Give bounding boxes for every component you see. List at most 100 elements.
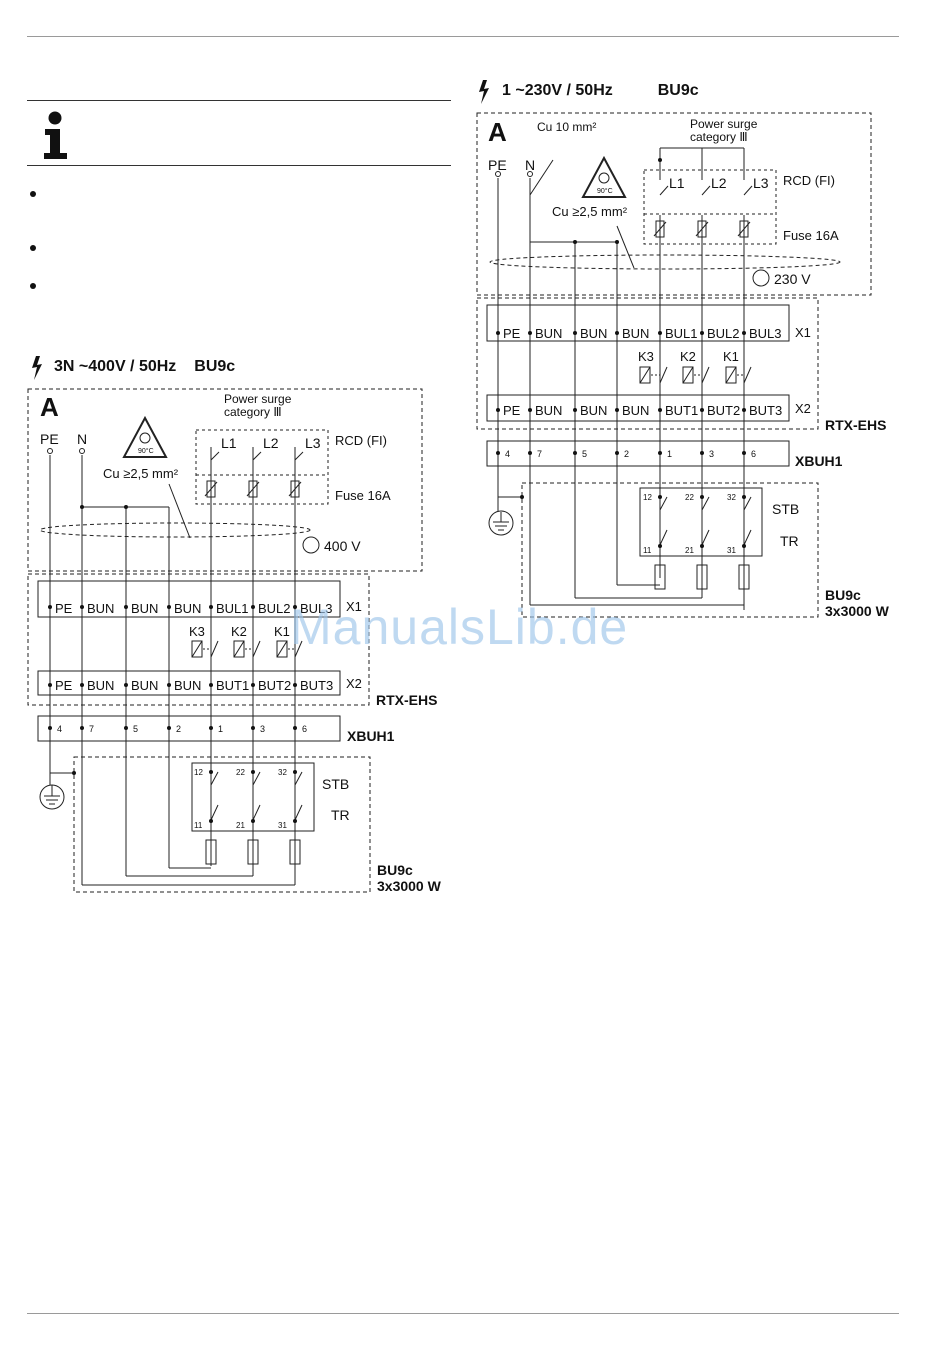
footer-power: 3x3000 W (377, 878, 442, 894)
terminal-dot (700, 451, 704, 455)
stb-pin-label: 32 (278, 768, 287, 777)
relay-label: K1 (274, 624, 290, 639)
surge-line1: Power surge (224, 392, 292, 406)
tr-pin-label: 11 (194, 821, 203, 830)
x2-strip (486, 394, 790, 422)
x1-terminal-label: BUL3 (300, 601, 333, 616)
xbuh1-pin-label: 5 (582, 449, 587, 459)
pe-label: PE (488, 157, 507, 173)
terminal-dot (209, 605, 213, 609)
terminal-dot (48, 726, 52, 730)
bullet-point (30, 283, 36, 289)
n-label: N (525, 157, 535, 173)
supply-label: 1 ~230V / 50Hz (502, 82, 613, 99)
x1-terminal-label: BUN (622, 326, 649, 341)
x1-label: X1 (346, 599, 362, 614)
voltage-label: 400 V (324, 538, 361, 554)
xbuh1-pin-label: 2 (624, 449, 629, 459)
xbuh1-label: XBUH1 (347, 728, 395, 744)
xbuh1-strip (37, 715, 341, 742)
rcd-label: RCD (FI) (783, 173, 835, 188)
n-label: N (77, 431, 87, 447)
tr-pin-label: 31 (727, 546, 736, 555)
x2-terminal-label: BUN (622, 403, 649, 418)
terminal-dot (658, 331, 662, 335)
terminal-dot (742, 451, 746, 455)
relay-label: K3 (189, 624, 205, 639)
x2-terminal-label: PE (55, 678, 73, 693)
xbuh1-pin-label: 6 (302, 724, 307, 734)
x1-terminal-label: BUN (535, 326, 562, 341)
terminal-dot (658, 495, 662, 499)
l1-label: L1 (669, 175, 685, 191)
terminal-dot (251, 683, 255, 687)
terminal-dot (615, 451, 619, 455)
l3-label: L3 (305, 435, 321, 451)
terminal-dot (658, 408, 662, 412)
terminal-dot (251, 605, 255, 609)
terminal-dot (700, 495, 704, 499)
tr-label: TR (780, 533, 799, 549)
x2-terminal-label: BUT2 (258, 678, 291, 693)
top-rule (27, 36, 899, 37)
terminal-dot (742, 331, 746, 335)
l1-label: L1 (221, 435, 237, 451)
terminal-dot (80, 726, 84, 730)
info-box-top-rule (27, 100, 451, 101)
terminal-dot (293, 683, 297, 687)
x2-strip (37, 670, 341, 696)
stb-pin-label: 12 (194, 768, 203, 777)
terminal-dot (528, 408, 532, 412)
box-label: A (488, 117, 507, 147)
l2-label: L2 (711, 175, 727, 191)
footer-unit: BU9c (825, 587, 861, 603)
x2-terminal-label: BUN (535, 403, 562, 418)
footer-unit: BU9c (377, 862, 413, 878)
supply-label: 3N ~400V / 50Hz (54, 358, 177, 375)
x2-terminal-label: BUN (131, 678, 158, 693)
terminal-dot (742, 544, 746, 548)
x2-label: X2 (795, 401, 811, 416)
x1-terminal-label: BUL1 (665, 326, 698, 341)
bullet-point (30, 245, 36, 251)
cu-25-label: Cu ≥2,5 mm² (103, 466, 179, 481)
terminal-dot (573, 451, 577, 455)
bullet-point (30, 191, 36, 197)
pe-label: PE (40, 431, 59, 447)
tr-pin-label: 11 (643, 546, 652, 555)
x1-terminal-label: BUL1 (216, 601, 249, 616)
terminal-dot (293, 770, 297, 774)
x1-terminal-label: BUL3 (749, 326, 782, 341)
terminal-dot (742, 495, 746, 499)
terminal-dot (496, 451, 500, 455)
rtx-label: RTX-EHS (825, 417, 886, 433)
surge-line2: category Ⅲ (690, 130, 748, 144)
voltage-label: 230 V (774, 271, 811, 287)
terminal-dot (658, 544, 662, 548)
xbuh1-pin-label: 7 (89, 724, 94, 734)
x1-strip (486, 304, 790, 342)
stb-label: STB (772, 501, 799, 517)
supply-box (476, 112, 872, 296)
xbuh1-pin-label: 3 (709, 449, 714, 459)
terminal-dot (209, 683, 213, 687)
voltage-hazard-icon (32, 356, 42, 380)
temp-rating: 90°C (138, 447, 154, 455)
x2-terminal-label: BUT1 (665, 403, 698, 418)
relay-label: K2 (680, 349, 696, 364)
info-icon (44, 111, 67, 159)
box-label: A (40, 392, 59, 422)
x1-label: X1 (795, 325, 811, 340)
rtx-label: RTX-EHS (376, 692, 437, 708)
terminal-dot (496, 331, 500, 335)
stb-tr-box (639, 487, 763, 557)
xbuh1-pin-label: 3 (260, 724, 265, 734)
terminal-dot (528, 331, 532, 335)
fuse-symbols (653, 220, 751, 238)
terminal-dot (124, 726, 128, 730)
terminal-dot (700, 331, 704, 335)
x2-terminal-label: BUT1 (216, 678, 249, 693)
l3-label: L3 (753, 175, 769, 191)
relay-label: K3 (638, 349, 654, 364)
x2-terminal-label: BUT3 (749, 403, 782, 418)
